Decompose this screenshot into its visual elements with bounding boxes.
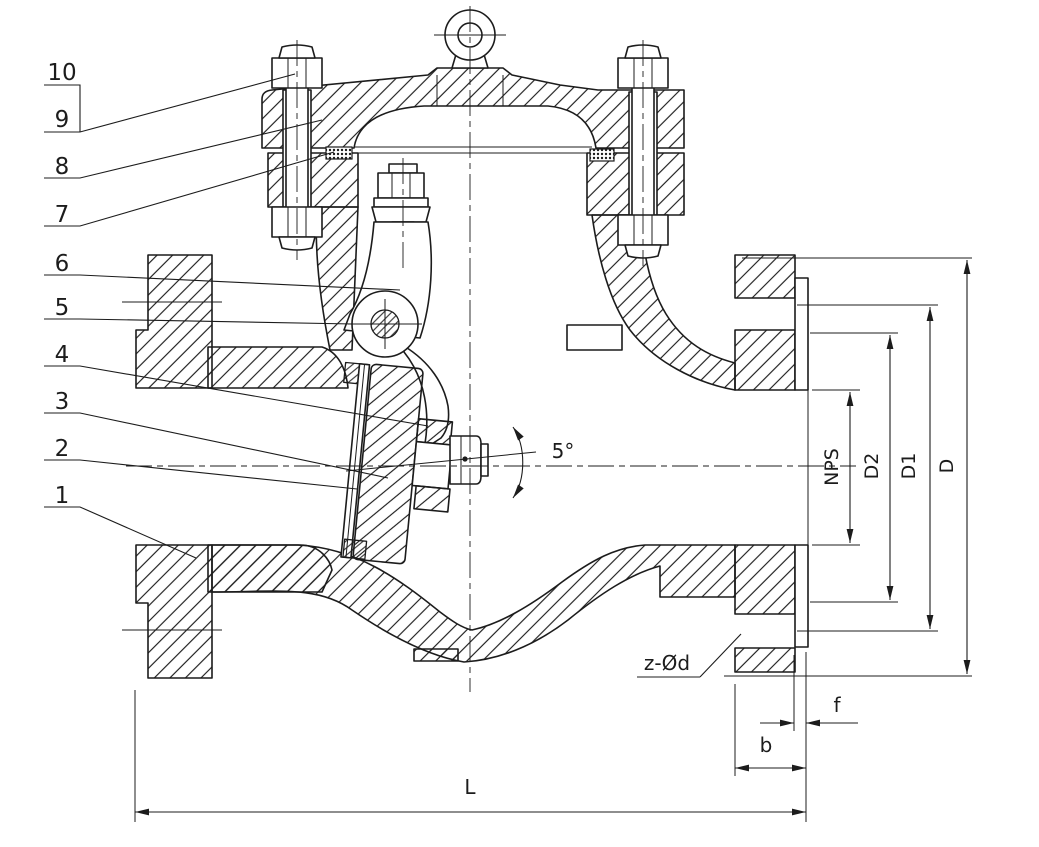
bonnet <box>261 9 685 149</box>
disc-assembly <box>340 361 454 565</box>
part-callouts: 10 9 8 7 6 5 4 3 2 1 <box>44 60 429 559</box>
callout-10-label: 10 <box>47 60 76 86</box>
callout-8-leader <box>44 119 323 179</box>
seat-ring-split <box>345 364 366 558</box>
bolt-holes-leader <box>699 633 742 678</box>
disc-angle-label: 5° <box>552 439 575 463</box>
disc-nut-group <box>449 324 623 485</box>
callout-7-label: 7 <box>55 202 70 228</box>
outlet-flange-seg-4 <box>734 647 796 673</box>
callout-10-leader <box>44 84 81 132</box>
nps-label: NPS <box>821 448 843 486</box>
callout-2-label: 2 <box>55 436 70 462</box>
callout-5-leader <box>44 318 354 325</box>
outlet-raised-face-upper <box>794 277 809 391</box>
outlet-flange-seg-1 <box>734 254 796 299</box>
bonnet-cover <box>261 67 685 149</box>
valve-body <box>122 152 809 679</box>
outlet-flange-seg-2 <box>734 329 796 391</box>
callout-5-label: 5 <box>55 295 70 321</box>
centerlines <box>126 6 856 692</box>
f-label: f <box>833 693 841 717</box>
gasket-right <box>589 148 615 162</box>
suspension-bolt-collar <box>373 197 429 208</box>
disc-angle-annotation: 5° <box>512 426 575 499</box>
body-bonnet-ear-left <box>267 152 359 208</box>
callout-3-label: 3 <box>55 389 70 415</box>
disc-axis-line <box>345 451 537 472</box>
inlet-top-wall <box>207 346 349 389</box>
drain-boss <box>413 648 459 662</box>
disc-washer-top <box>415 417 454 446</box>
outlet-raised-face-lower <box>794 544 809 648</box>
d1-label: D1 <box>898 453 920 480</box>
arm-top-plate <box>371 206 431 223</box>
disc-washer-bottom <box>413 484 451 513</box>
callout-1-leader <box>44 506 197 559</box>
angle-arc <box>512 426 524 499</box>
callout-9-leader <box>44 73 296 133</box>
callout-2-leader <box>44 459 358 490</box>
callout-4-leader <box>44 365 429 427</box>
callout-1-label: 1 <box>55 483 70 509</box>
gasket-left <box>325 146 353 160</box>
d2-label: D2 <box>861 453 883 480</box>
outlet-flange-seg-3 <box>734 544 796 615</box>
suspension-bolt-head <box>377 172 425 199</box>
callout-6-label: 6 <box>55 251 70 277</box>
callout-8-label: 8 <box>55 154 70 180</box>
callout-3-leader <box>44 412 389 479</box>
callout-6-leader <box>44 274 401 291</box>
d-label: D <box>936 459 958 474</box>
diameter-dimensions: NPS D2 D1 D <box>724 257 972 677</box>
disc-nut-cap <box>480 443 489 477</box>
callout-9-label: 9 <box>55 107 70 133</box>
b-label: b <box>760 733 773 757</box>
disc-washer-hub <box>411 440 454 490</box>
seat-retainer-tab <box>566 324 623 351</box>
l-label: L <box>464 775 476 799</box>
hinge-assembly <box>343 163 450 450</box>
body-bottom-sweep <box>211 544 736 663</box>
callout-7-leader <box>44 151 335 227</box>
bottom-dimensions: L b f z-Ød <box>134 633 858 822</box>
bolt-holes-label: z-Ød <box>644 651 690 675</box>
callout-4-label: 4 <box>55 342 70 368</box>
inlet-flange-lower <box>135 544 213 679</box>
